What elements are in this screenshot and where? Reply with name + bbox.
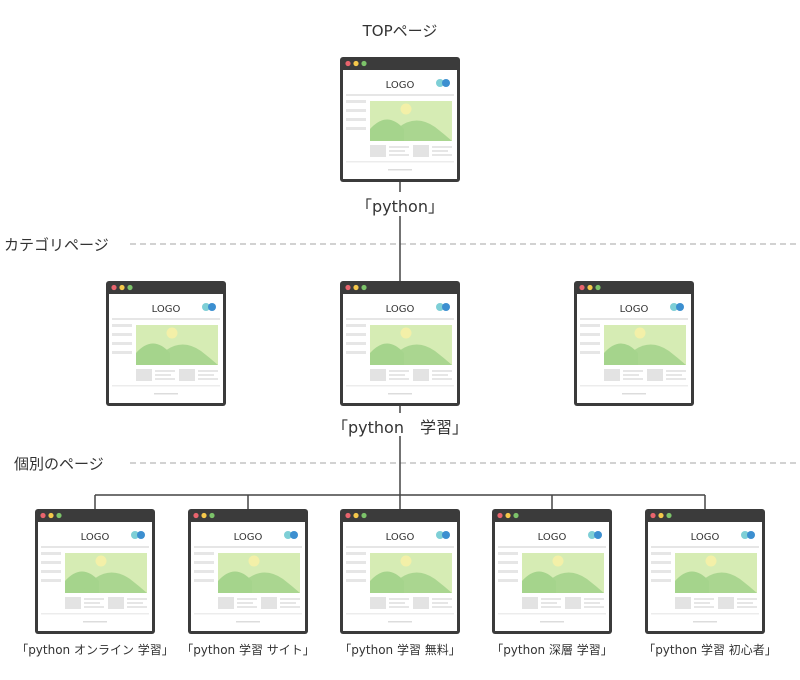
minimize-dot-icon — [587, 284, 593, 291]
close-dot-icon — [345, 512, 351, 519]
mountain-image-icon — [675, 553, 757, 593]
minimize-dot-icon — [658, 512, 664, 519]
mountain-image-icon — [218, 553, 300, 593]
close-dot-icon — [111, 284, 117, 291]
detail-page-mockup-5: LOGO — [645, 509, 765, 638]
detail-page-mockup-1: LOGO — [35, 509, 155, 638]
detail-keyword-1: 「python オンライン 学習」 — [16, 643, 174, 657]
maximize-dot-icon — [666, 512, 672, 519]
detail-level-label: 個別のページ — [14, 455, 104, 473]
logo-text: LOGO — [386, 304, 415, 315]
user-circle-icons — [588, 531, 602, 539]
minimize-dot-icon — [353, 512, 359, 519]
detail-keyword-3: 「python 学習 無料」 — [339, 643, 461, 657]
detail-page-mockup-4: LOGO — [492, 509, 612, 638]
category-page-mockup-center: LOGO — [340, 281, 460, 410]
detail-page-mockup-2: LOGO — [188, 509, 308, 638]
detail-keyword-2: 「python 学習 サイト」 — [181, 643, 315, 657]
mountain-image-icon — [522, 553, 604, 593]
logo-text: LOGO — [386, 80, 415, 91]
top-page-mockup: LOGO — [340, 57, 460, 186]
mountain-image-icon — [136, 325, 218, 365]
minimize-dot-icon — [201, 512, 207, 519]
user-circle-icons — [436, 79, 450, 87]
minimize-dot-icon — [505, 512, 511, 519]
logo-text: LOGO — [691, 532, 720, 543]
maximize-dot-icon — [361, 512, 367, 519]
category-page-mockup-left: LOGO — [106, 281, 226, 410]
logo-text: LOGO — [538, 532, 567, 543]
detail-keyword-4: 「python 深層 学習」 — [491, 643, 613, 657]
minimize-dot-icon — [48, 512, 54, 519]
logo-text: LOGO — [620, 304, 649, 315]
detail-page-mockup-3: LOGO — [340, 509, 460, 638]
top-page-title: TOPページ — [362, 22, 438, 40]
maximize-dot-icon — [127, 284, 133, 291]
logo-text: LOGO — [234, 532, 263, 543]
close-dot-icon — [40, 512, 46, 519]
minimize-dot-icon — [119, 284, 125, 291]
logo-text: LOGO — [386, 532, 415, 543]
user-circle-icons — [202, 303, 216, 311]
category-page-mockup-right: LOGO — [574, 281, 694, 410]
user-circle-icons — [284, 531, 298, 539]
close-dot-icon — [193, 512, 199, 519]
maximize-dot-icon — [56, 512, 62, 519]
mountain-image-icon — [65, 553, 147, 593]
user-circle-icons — [131, 531, 145, 539]
top-keyword: 「python」 — [356, 197, 444, 216]
category-level-label: カテゴリページ — [4, 236, 109, 254]
close-dot-icon — [579, 284, 585, 291]
maximize-dot-icon — [595, 284, 601, 291]
category-keyword: 「python 学習」 — [332, 418, 468, 437]
maximize-dot-icon — [513, 512, 519, 519]
user-circle-icons — [436, 531, 450, 539]
mountain-image-icon — [370, 553, 452, 593]
maximize-dot-icon — [209, 512, 215, 519]
close-dot-icon — [497, 512, 503, 519]
close-dot-icon — [345, 60, 351, 67]
minimize-dot-icon — [353, 284, 359, 291]
mountain-image-icon — [370, 101, 452, 141]
mountain-image-icon — [604, 325, 686, 365]
maximize-dot-icon — [361, 284, 367, 291]
user-circle-icons — [670, 303, 684, 311]
logo-text: LOGO — [152, 304, 181, 315]
minimize-dot-icon — [353, 60, 359, 67]
user-circle-icons — [741, 531, 755, 539]
close-dot-icon — [345, 284, 351, 291]
user-circle-icons — [436, 303, 450, 311]
close-dot-icon — [650, 512, 656, 519]
maximize-dot-icon — [361, 60, 367, 67]
logo-text: LOGO — [81, 532, 110, 543]
mountain-image-icon — [370, 325, 452, 365]
detail-keyword-5: 「python 学習 初心者」 — [643, 643, 777, 657]
